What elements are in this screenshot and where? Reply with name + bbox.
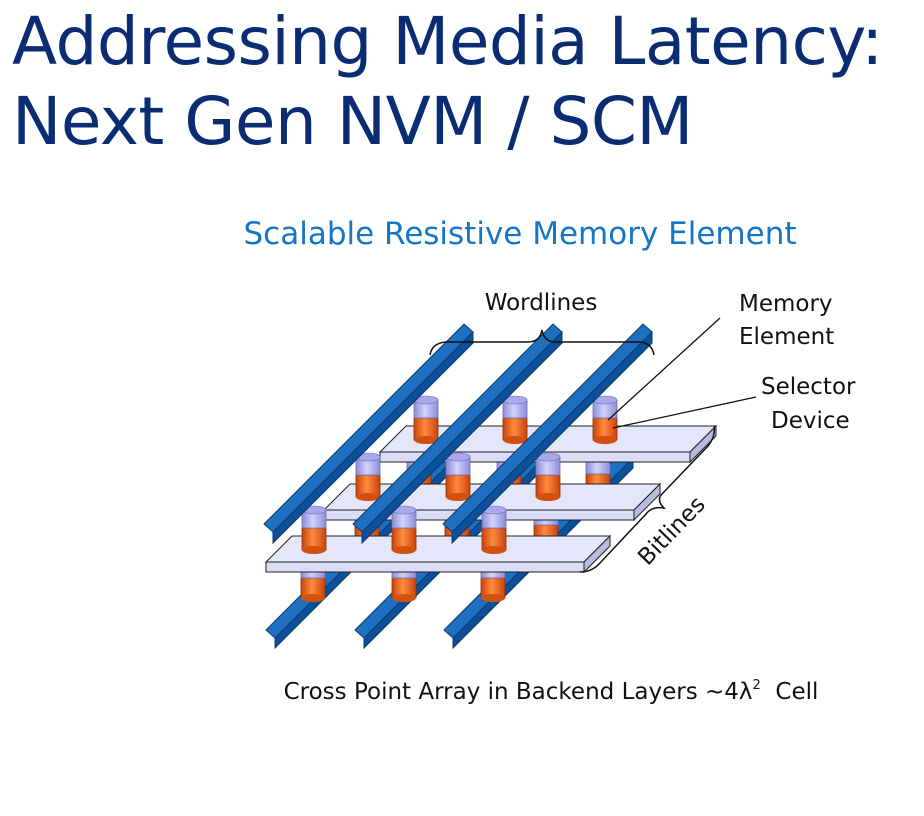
upper-cell-7 bbox=[301, 505, 327, 554]
memory-element-label-line-2: Element bbox=[739, 324, 834, 350]
caption-suffix: Cell bbox=[775, 679, 819, 705]
diagram-title: Scalable Resistive Memory Element bbox=[243, 216, 797, 252]
upper-cell-3 bbox=[592, 395, 618, 444]
upper-cell-9 bbox=[481, 505, 507, 554]
upper-cell-8 bbox=[391, 505, 417, 554]
diagram-caption: Cross Point Array in Backend Layers ~4λ2… bbox=[0, 678, 924, 705]
upper-cell-4 bbox=[355, 452, 381, 501]
slide-title: Addressing Media Latency: Next Gen NVM /… bbox=[12, 2, 922, 162]
upper-cell-2 bbox=[502, 395, 528, 444]
memory-element-label-line-1: Memory bbox=[739, 291, 833, 317]
slide-title-line-2: Next Gen NVM / SCM bbox=[12, 83, 693, 160]
top-wordline-3 bbox=[442, 323, 653, 545]
upper-cell-1 bbox=[413, 395, 439, 444]
upper-cell-5 bbox=[445, 452, 471, 501]
wordlines-brace bbox=[429, 329, 655, 356]
caption-exponent: 2 bbox=[752, 678, 761, 693]
bitlines-brace bbox=[579, 425, 716, 573]
memory-element-leader-line bbox=[607, 317, 721, 421]
selector-device-label-line-1: Selector bbox=[761, 374, 856, 400]
selector-device-label-line-2: Device bbox=[771, 408, 850, 434]
slide-title-line-1: Addressing Media Latency: bbox=[12, 3, 883, 80]
bitline-3 bbox=[264, 534, 612, 574]
upper-memory-cells bbox=[301, 395, 618, 554]
wordlines-label: Wordlines bbox=[485, 290, 598, 316]
caption-text: Cross Point Array in Backend Layers ~4λ bbox=[283, 679, 753, 705]
selector-device-leader-line bbox=[612, 396, 757, 429]
top-wordline-2 bbox=[352, 323, 563, 545]
top-wordline-1 bbox=[263, 323, 474, 545]
top-wordline-layer bbox=[263, 323, 653, 545]
upper-cell-6 bbox=[535, 452, 561, 501]
